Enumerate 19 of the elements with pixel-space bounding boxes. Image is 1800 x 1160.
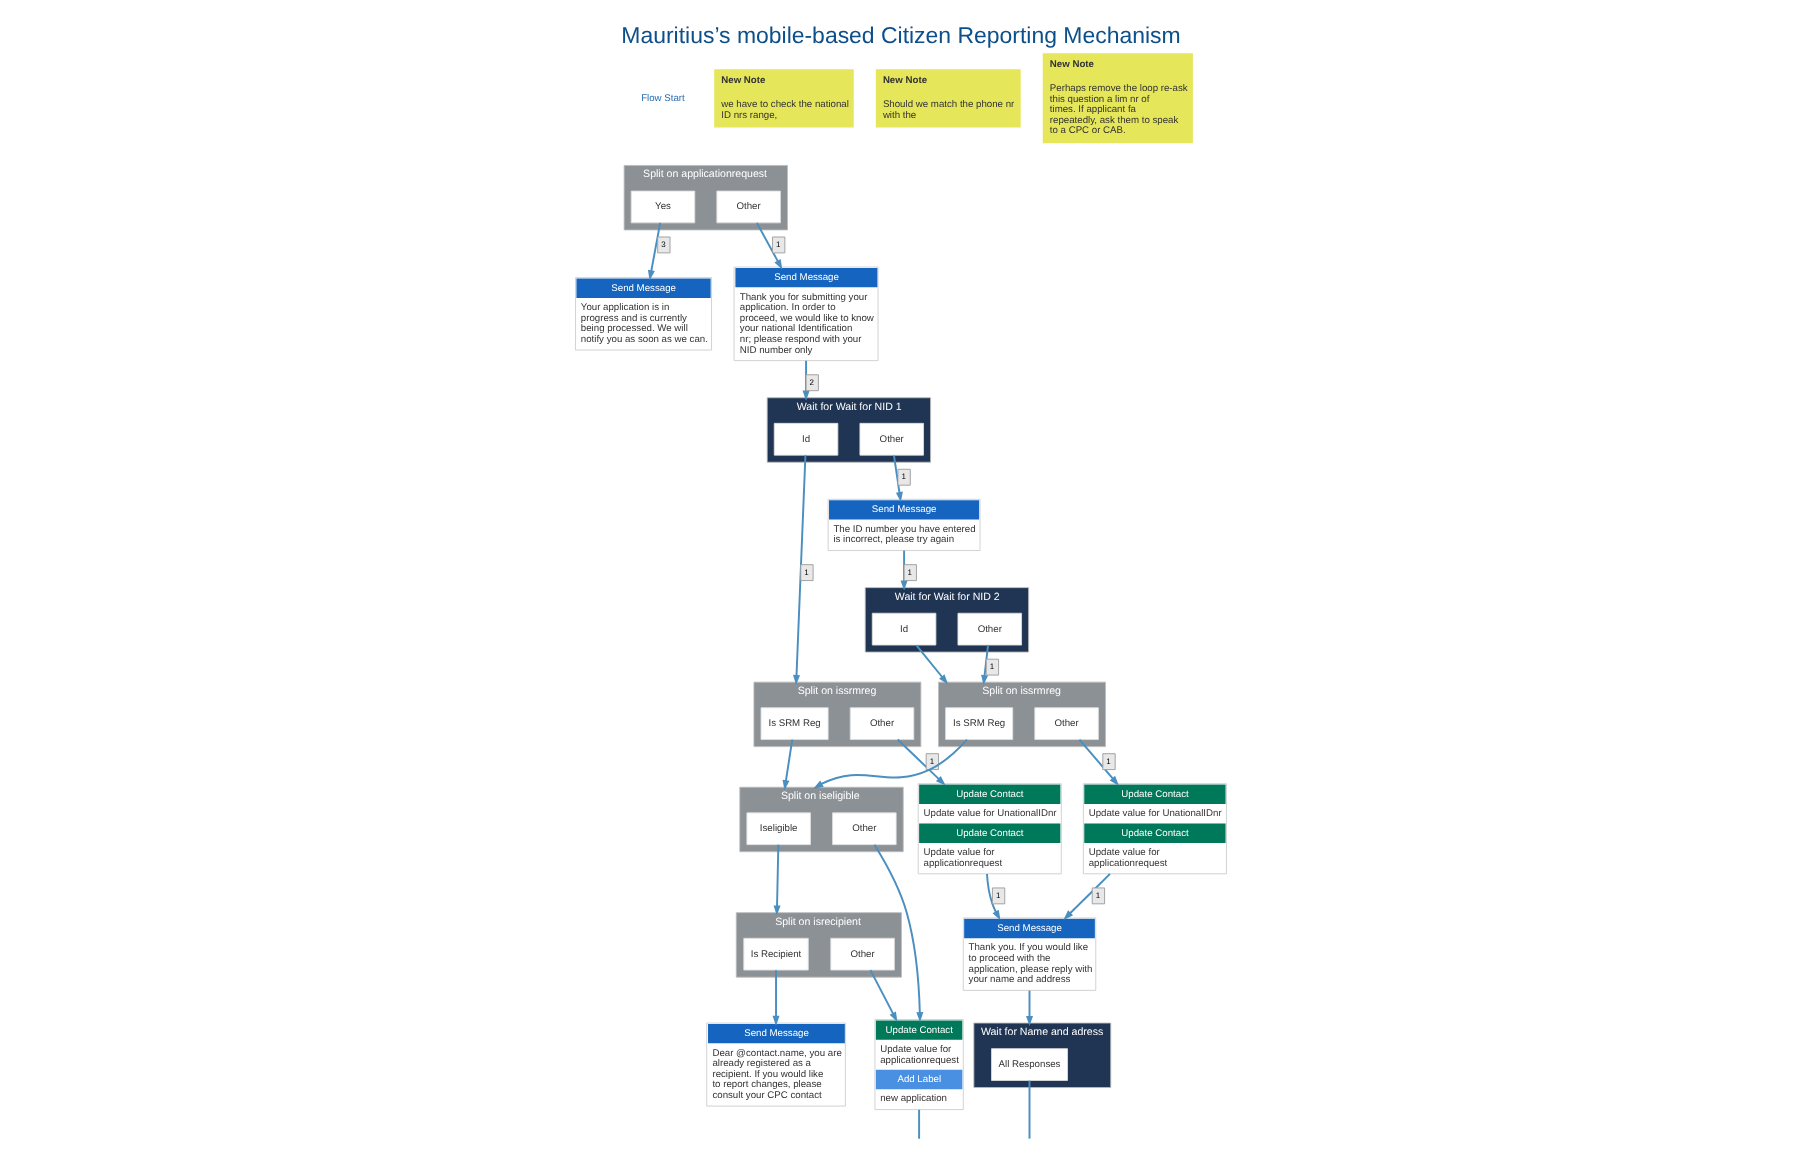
arrow: [895, 738, 945, 786]
connector: [1027, 1079, 1030, 1140]
arrow: [812, 738, 967, 789]
arrow: [646, 221, 661, 281]
arrow: [914, 644, 948, 685]
arrow: [772, 843, 780, 916]
arrow: [781, 738, 793, 791]
arrow: [1062, 872, 1110, 920]
arrow: [872, 843, 923, 1023]
connector: [917, 1108, 920, 1140]
arrow: [771, 969, 779, 1026]
diagram-title: Mauritius’s mobile-based Citizen Reporting Mechanism: [620, 24, 1180, 49]
arrow: [868, 969, 897, 1022]
arrow: [980, 644, 988, 686]
arrow: [985, 873, 1000, 921]
arrow: [792, 454, 806, 686]
arrow: [892, 454, 902, 503]
arrow: [1024, 989, 1033, 1026]
arrow: [1077, 738, 1118, 786]
